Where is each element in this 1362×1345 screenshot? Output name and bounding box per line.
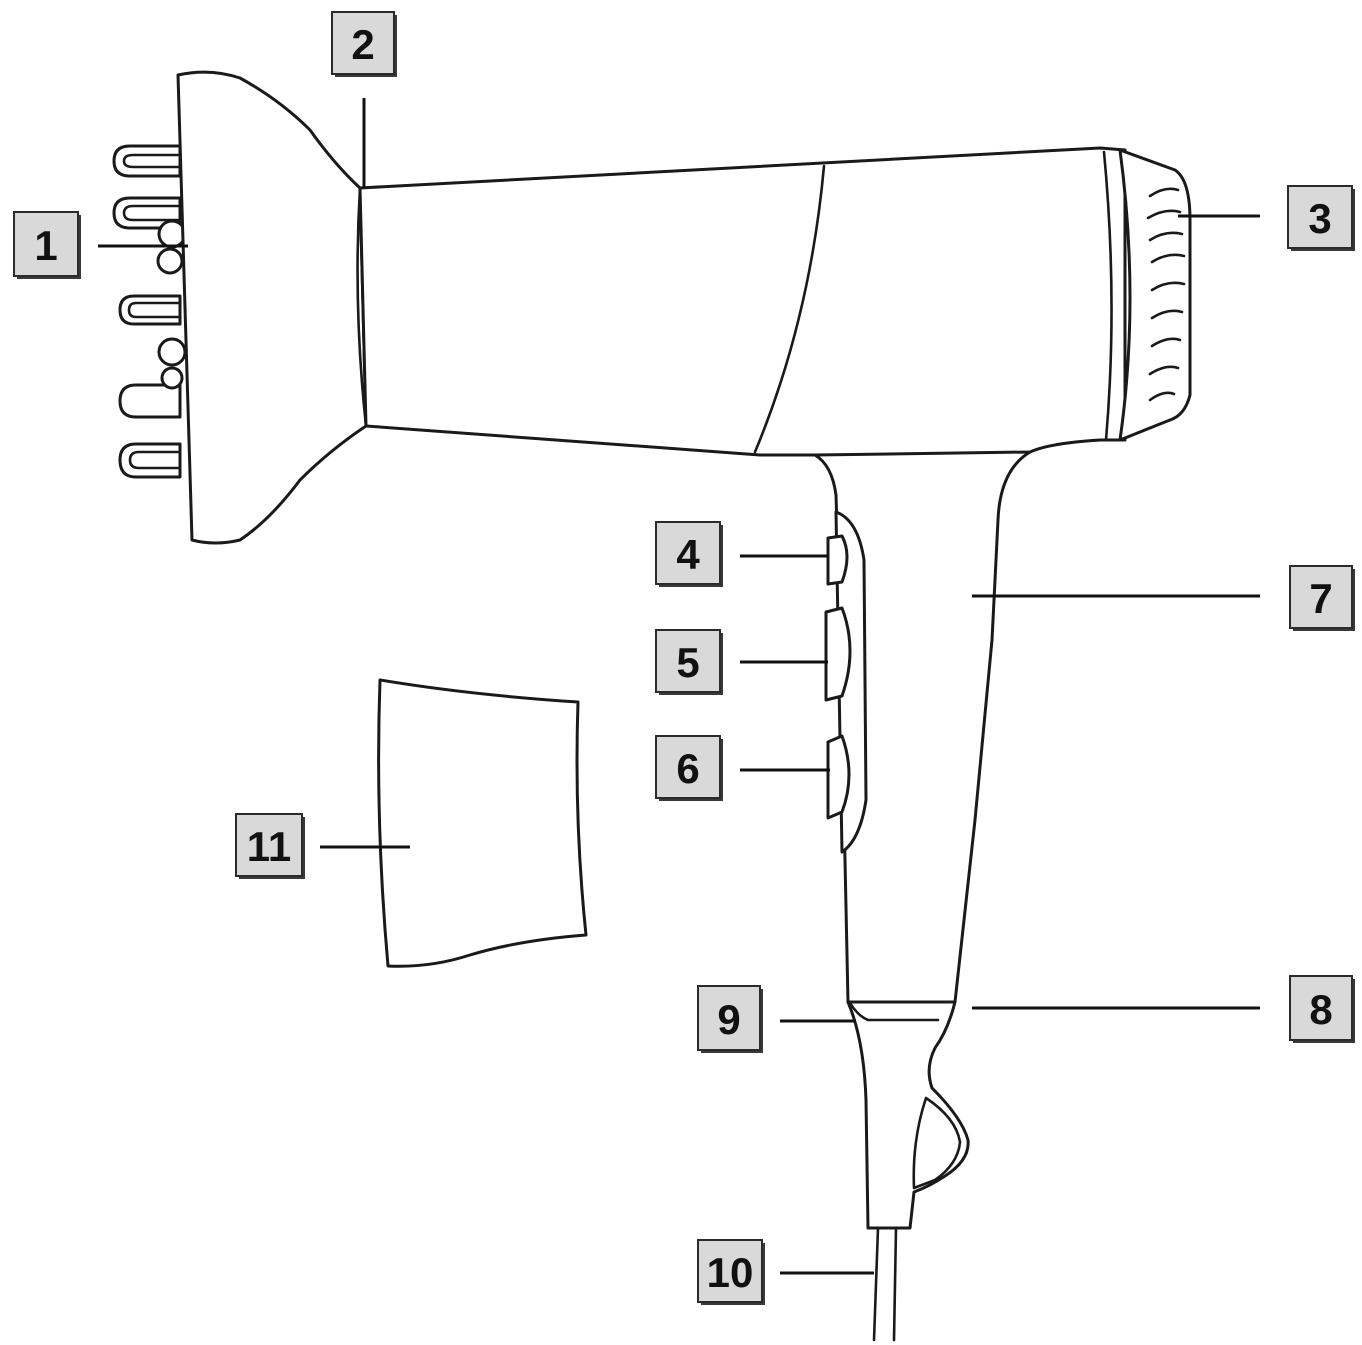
diffuser bbox=[112, 70, 368, 545]
callout-10: 10 bbox=[697, 1239, 765, 1305]
heat-switch-5 bbox=[824, 606, 852, 702]
callout-8-box bbox=[1289, 975, 1353, 1041]
handle-end bbox=[846, 1000, 970, 1230]
callout-7: 7 bbox=[1289, 565, 1355, 631]
callout-4-label: 4 bbox=[676, 531, 700, 578]
power-cord bbox=[872, 1226, 880, 1342]
callout-10-box bbox=[697, 1239, 763, 1303]
callout-8-label: 8 bbox=[1309, 986, 1332, 1033]
callout-6-label: 6 bbox=[676, 745, 699, 792]
callout-11: 11 bbox=[235, 813, 305, 879]
callout-2: 2 bbox=[331, 11, 397, 77]
callout-5-box bbox=[655, 629, 721, 693]
callout-11-box bbox=[235, 813, 303, 877]
callout-4: 4 bbox=[655, 521, 723, 587]
callout-3-box bbox=[1287, 185, 1353, 249]
callout-7-label: 7 bbox=[1309, 575, 1332, 622]
callout-2-label: 2 bbox=[351, 21, 374, 68]
barrel bbox=[358, 146, 1127, 457]
callout-8: 8 bbox=[1289, 975, 1355, 1043]
dryer-body bbox=[356, 146, 1192, 1342]
callout-1-box bbox=[13, 211, 79, 277]
grille-slots bbox=[1146, 187, 1186, 402]
diffuser-body bbox=[176, 70, 368, 545]
callout-6: 6 bbox=[655, 735, 723, 801]
handle-7 bbox=[758, 438, 1102, 1004]
callout-11-label: 11 bbox=[247, 823, 291, 870]
callout-6-box bbox=[655, 735, 721, 799]
callout-9: 9 bbox=[697, 985, 763, 1053]
diffuser-prongs bbox=[112, 144, 187, 479]
callout-7-box bbox=[1289, 565, 1353, 629]
callout-1-label: 1 bbox=[34, 222, 57, 269]
cool-shot-button-4 bbox=[826, 534, 849, 586]
callout-2-box bbox=[331, 11, 395, 75]
callout-9-box bbox=[697, 985, 761, 1051]
callout-5-label: 5 bbox=[676, 639, 699, 686]
concentrator-nozzle bbox=[377, 678, 588, 968]
callout-3-label: 3 bbox=[1308, 195, 1331, 242]
callout-5: 5 bbox=[655, 629, 723, 695]
leader-lines bbox=[98, 98, 1260, 1275]
callout-9-label: 9 bbox=[717, 996, 740, 1043]
callout-4-box bbox=[655, 521, 721, 585]
callout-10-label: 10 bbox=[707, 1249, 754, 1296]
speed-switch-6 bbox=[826, 734, 851, 820]
callout-1: 1 bbox=[13, 211, 81, 279]
callout-3: 3 bbox=[1287, 185, 1355, 251]
